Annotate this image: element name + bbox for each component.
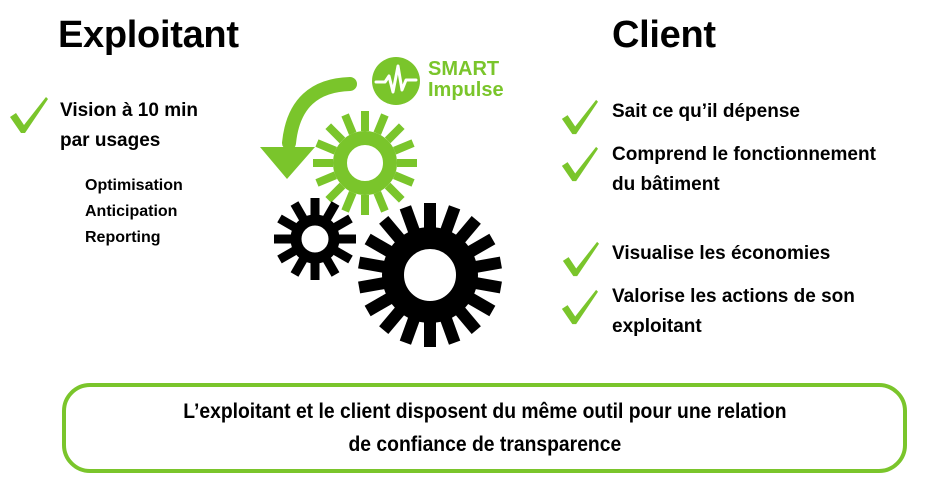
logo-line2: Impulse (428, 79, 504, 101)
conclusion-text: L’exploitant et le client disposent du m… (182, 400, 787, 456)
client-item-fonctionnement: Comprend le fonctionnement du bâtiment (612, 144, 876, 195)
check-icon (10, 97, 48, 133)
exploitant-sub-list: Optimisation Anticipation Reporting (85, 173, 183, 251)
large-black-gear-icon (358, 203, 502, 347)
exploitant-item-vision: Vision à 10 min par usages (60, 100, 198, 151)
green-gear-icon (313, 111, 417, 215)
sub-item-anticipation: Anticipation (85, 203, 178, 220)
check-icon (561, 146, 598, 182)
sub-item-reporting: Reporting (85, 229, 161, 246)
smart-impulse-logo: SMART Impulse (371, 56, 511, 106)
logo-line1: SMART (428, 58, 500, 80)
sub-item-optimisation: Optimisation (85, 177, 183, 194)
client-item-economies: Visualise les économies (612, 243, 831, 264)
conclusion-box: L’exploitant et le client disposent du m… (62, 383, 907, 473)
check-icon (561, 99, 598, 135)
client-title: Client (612, 14, 716, 56)
curved-arrow-icon (260, 77, 357, 179)
check-icon (562, 241, 599, 277)
pulse-wave-icon (372, 57, 420, 105)
client-item-depense: Sait ce qu’il dépense (612, 101, 800, 122)
small-black-gear-icon (274, 198, 356, 280)
check-icon (561, 289, 598, 325)
client-item-valorise: Valorise les actions de son exploitant (612, 286, 855, 337)
exploitant-title: Exploitant (58, 14, 239, 56)
